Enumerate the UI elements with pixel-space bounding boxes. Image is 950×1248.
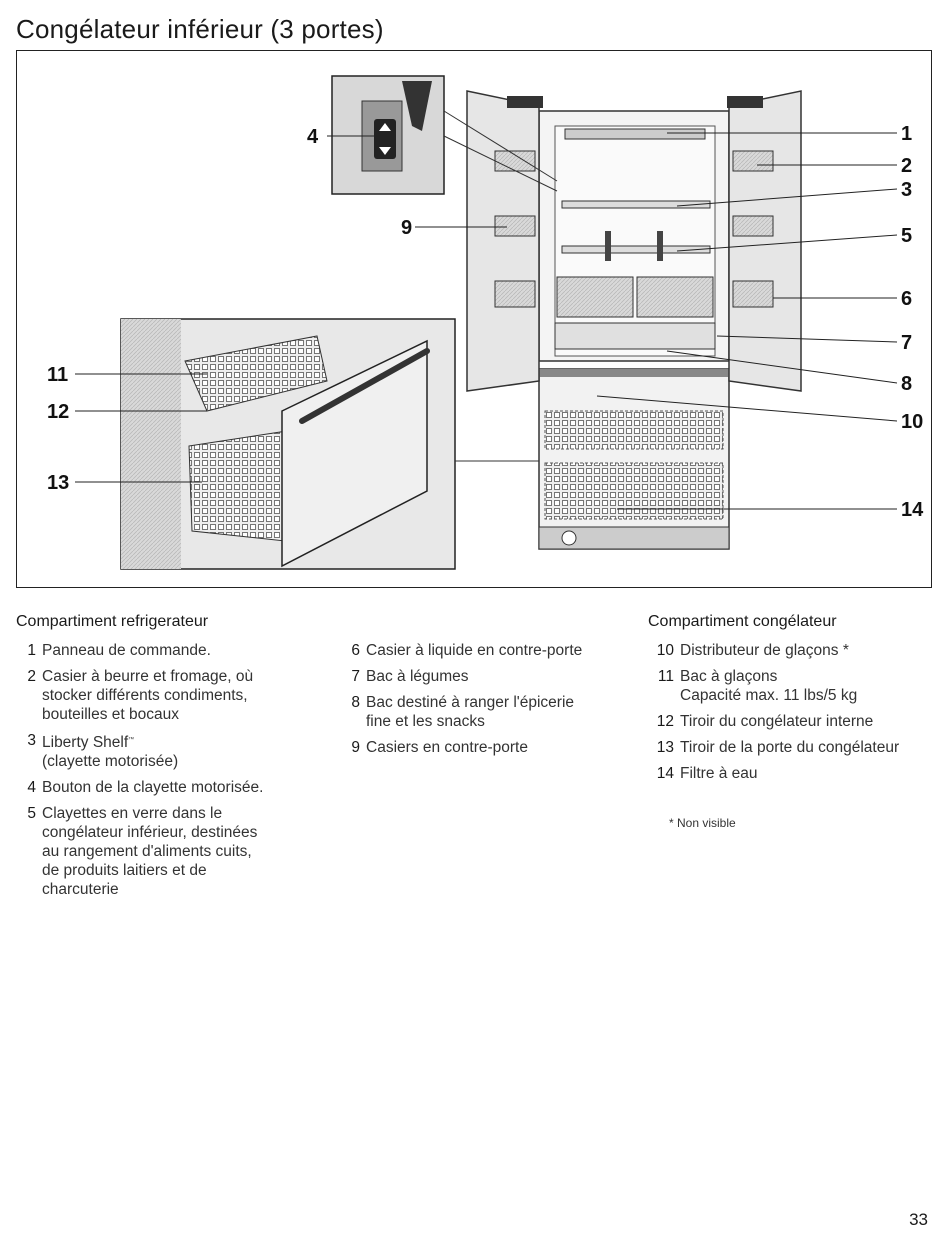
item-number: 5	[27, 805, 36, 823]
callout-11: 11	[47, 364, 68, 386]
item-text: (clayette motorisée)	[42, 753, 179, 771]
item-text: Bac à glaçons	[680, 668, 778, 685]
footnote: * Non visible	[669, 816, 736, 830]
callout-9: 9	[401, 217, 412, 239]
item-text: Casier à beurre et fromage, où	[42, 668, 254, 685]
button-inset	[331, 75, 558, 195]
leader-lines	[75, 132, 898, 510]
list-item: 9 Casiers en contre-porte	[340, 738, 640, 757]
item-text: Distributeur de glaçons *	[680, 642, 849, 659]
refrigerator-illustration: 4 9 11 12 13 1 2 3 5 6 7 8 10 14	[16, 50, 932, 588]
list-item: 8 Bac destiné à ranger l'épicerie fine e…	[340, 693, 640, 731]
item-number: 13	[656, 739, 674, 756]
item-text: congélateur inférieur, destinées	[42, 824, 258, 842]
list-item: 12 Tiroir du congélateur interne	[648, 712, 938, 731]
item-text: charcuterie	[42, 881, 119, 899]
fridge-compartment-list-continued: 6 Casier à liquide en contre-porte 7 Bac…	[340, 641, 640, 764]
item-number: 14	[656, 765, 674, 782]
item-number: 8	[351, 694, 360, 711]
item-number: 6	[351, 642, 360, 659]
item-text: Tiroir du congélateur interne	[680, 713, 874, 730]
list-item: 11 Bac à glaçons Capacité max. 11 lbs/5 …	[648, 667, 938, 705]
list-item: 3 Liberty Shelf™ (clayette motorisée)	[16, 731, 316, 771]
item-number: 2	[27, 668, 36, 685]
callout-7: 7	[901, 332, 912, 354]
item-text: Filtre à eau	[680, 765, 758, 782]
item-text: Bac à légumes	[366, 668, 469, 685]
page-number: 33	[909, 1210, 928, 1229]
list-item: 10 Distributeur de glaçons *	[648, 641, 938, 660]
item-text: stocker différents condiments,	[42, 687, 248, 704]
item-number: 11	[657, 668, 674, 685]
callout-4: 4	[307, 126, 319, 148]
callout-3: 3	[901, 179, 912, 201]
item-text: bouteilles et bocaux	[42, 706, 180, 723]
list-item: 5 Clayettes en verre dans le congélateur…	[16, 804, 316, 899]
drawer-inset	[120, 318, 539, 570]
list-item: 6 Casier à liquide en contre-porte	[340, 641, 640, 660]
item-text: fine et les snacks	[366, 713, 485, 730]
item-number: 3	[27, 732, 36, 749]
callouts: 4 9 11 12 13 1 2 3 5 6 7 8 10 14	[47, 123, 924, 521]
freezer-compartment-list: Compartiment congélateur 10 Distributeur…	[648, 612, 938, 790]
list-item: 4 Bouton de la clayette motorisée.	[16, 778, 316, 797]
item-number: 4	[27, 779, 36, 797]
item-text: Bouton de la clayette motorisée.	[42, 779, 264, 797]
item-text: Tiroir de la porte du congélateur	[680, 739, 900, 756]
item-text: Clayettes en verre dans le	[42, 805, 223, 823]
list-item: 14 Filtre à eau	[648, 764, 938, 783]
item-text: Bac destiné à ranger l'épicerie	[366, 694, 575, 711]
list-item: 13 Tiroir de la porte du congélateur	[648, 738, 938, 757]
refrigerator-body	[466, 90, 802, 550]
callout-2: 2	[901, 155, 912, 177]
item-number: 9	[351, 739, 360, 756]
list-item: 7 Bac à légumes	[340, 667, 640, 686]
callout-5: 5	[901, 225, 912, 247]
callout-8: 8	[901, 373, 912, 395]
list-item: 2 Casier à beurre et fromage, où stocker…	[16, 667, 316, 724]
fridge-heading: Compartiment refrigerateur	[16, 613, 209, 630]
item-text: Panneau de commande.	[42, 642, 211, 659]
callout-6: 6	[901, 288, 912, 310]
fridge-compartment-list: Compartiment refrigerateur 1 Panneau de …	[16, 612, 316, 906]
item-text: au rangement d'aliments cuits,	[42, 843, 252, 861]
callout-12: 12	[47, 401, 69, 423]
item-text: Capacité max. 11 lbs/5 kg	[680, 687, 858, 704]
item-text: Casiers en contre-porte	[366, 739, 528, 756]
item-number: 12	[656, 713, 674, 730]
list-item: 1 Panneau de commande.	[16, 641, 316, 660]
callout-10: 10	[901, 411, 923, 433]
item-number: 1	[27, 642, 36, 659]
callout-14: 14	[901, 499, 924, 521]
trademark-mark: ™	[128, 737, 135, 743]
callout-13: 13	[47, 472, 69, 494]
item-text: Casier à liquide en contre-porte	[366, 642, 583, 659]
item-text: Liberty Shelf	[42, 734, 129, 752]
item-number: 7	[351, 668, 360, 685]
callout-1: 1	[901, 123, 912, 145]
item-number: 10	[656, 642, 674, 659]
item-text: de produits laitiers et de	[42, 862, 207, 880]
freezer-heading: Compartiment congélateur	[648, 613, 837, 630]
page-title: Congélateur inférieur (3 portes)	[16, 14, 384, 44]
